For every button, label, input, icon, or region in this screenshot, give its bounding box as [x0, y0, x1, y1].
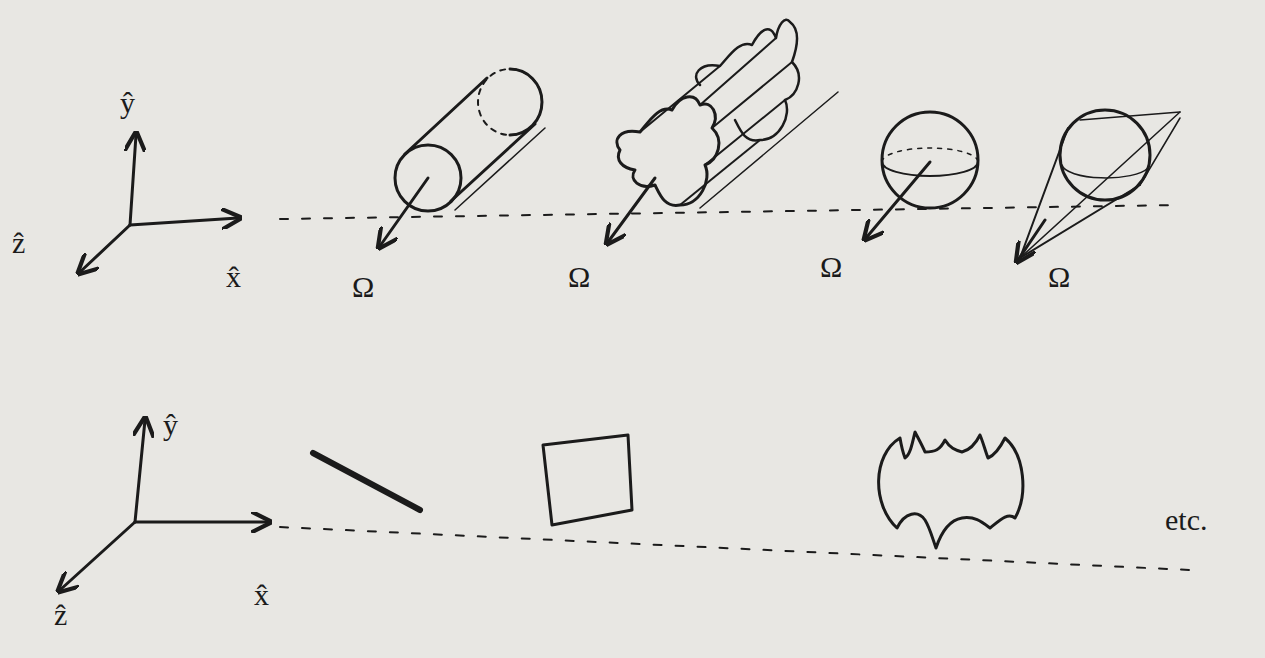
axis-label: ẑ — [54, 600, 67, 630]
dashed-baseline — [280, 527, 1190, 570]
vector-label: Ω⃗ — [352, 272, 398, 302]
sphere — [866, 112, 978, 238]
axis-label: ŷ — [120, 88, 135, 118]
axis-label: ŷ — [163, 410, 178, 440]
sphere-with-cone — [1018, 110, 1180, 260]
vector-label: Ω⃗ — [1048, 262, 1094, 292]
extruded-blob — [608, 20, 838, 242]
note-label: etc. — [1165, 505, 1207, 535]
bat-shape — [879, 432, 1023, 548]
square — [543, 435, 632, 525]
cylinder — [380, 69, 545, 246]
axes-top — [80, 135, 238, 272]
axis-label: x̂ — [254, 580, 269, 610]
axes-bottom — [60, 420, 268, 590]
vector-label: Ω⃗ — [820, 252, 866, 282]
vector-label: Ω⃗ — [568, 262, 614, 292]
line-segment — [313, 453, 420, 510]
axis-label: ẑ — [12, 228, 25, 258]
axis-label: x̂ — [226, 262, 241, 292]
